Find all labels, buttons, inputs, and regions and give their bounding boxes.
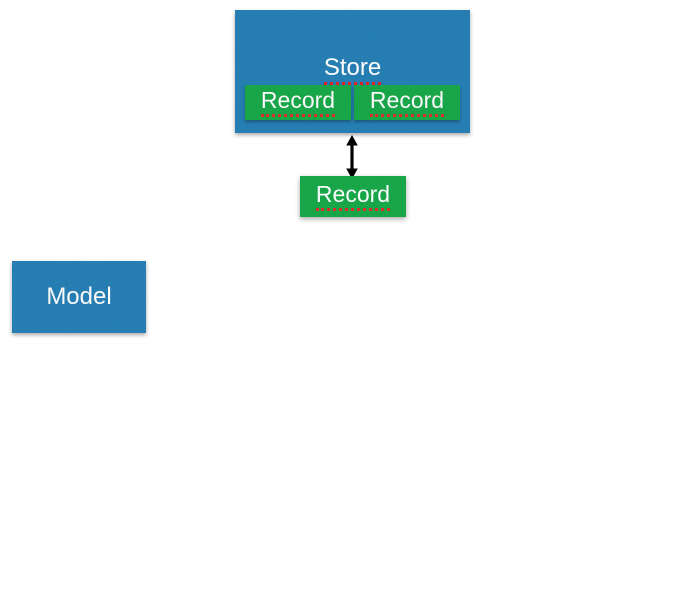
record-right-label: Record: [369, 87, 445, 118]
double-arrow-icon: [346, 135, 358, 179]
store-label: Store: [235, 54, 470, 86]
model-box: Model: [12, 261, 146, 333]
record-box-detached: Record: [300, 176, 406, 217]
store-label-text: Store: [323, 54, 382, 86]
record-box-left: Record: [245, 85, 351, 120]
store-box: Store Record Record: [235, 10, 470, 133]
record-left-label: Record: [260, 87, 336, 118]
model-label: Model: [46, 283, 112, 310]
store-records-row: Record Record: [245, 85, 460, 120]
record-detached-label: Record: [315, 181, 391, 212]
record-box-right: Record: [354, 85, 460, 120]
